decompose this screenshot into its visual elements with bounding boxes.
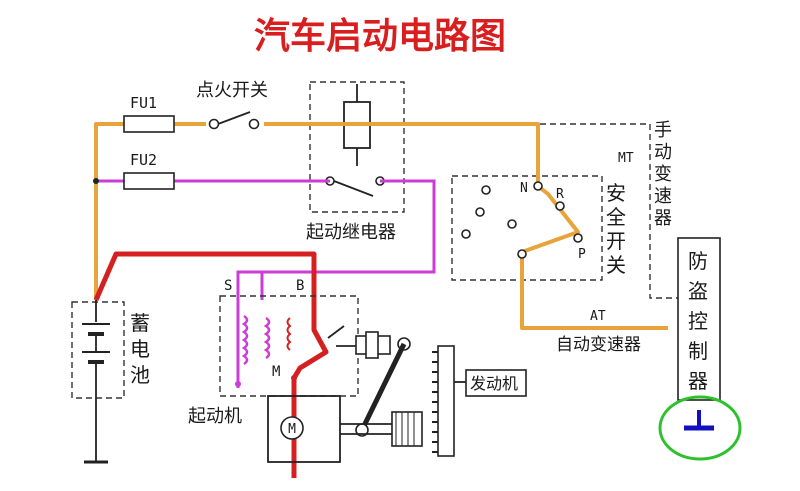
motor-symbol-label: M — [288, 422, 296, 437]
safety-contact-p — [573, 233, 583, 243]
safety-switch-label-4: 关 — [606, 253, 626, 277]
safety-contact-2 — [475, 207, 485, 217]
auto-transmission-label: 自动变速器 — [556, 335, 641, 355]
safety-contact-common — [517, 249, 527, 259]
flywheel-ring — [437, 345, 455, 457]
fuse-fu2 — [123, 172, 175, 190]
safety-contact-1 — [481, 185, 491, 195]
solenoid-coil-1 — [241, 314, 249, 366]
reverse-label: R — [556, 187, 564, 202]
starter-motor-label: 起动机 — [188, 406, 242, 427]
battery-label: 蓄 电 池 — [130, 311, 156, 387]
safety-switch-label-3: 开 — [606, 229, 626, 253]
at-label: AT — [590, 309, 606, 324]
terminal-s-node — [235, 381, 241, 387]
safety-switch-label-2: 全 — [606, 205, 626, 229]
fuse-fu1 — [123, 115, 175, 133]
ignition-switch-blade — [217, 111, 251, 125]
safety-switch-label: 安 全 开 关 — [606, 181, 632, 277]
ignition-contact-left — [208, 118, 220, 130]
ignition-contact-right — [248, 118, 260, 130]
solenoid-coil-2 — [263, 316, 271, 360]
terminal-m-node — [291, 375, 297, 381]
manual-transmission-box — [540, 123, 678, 299]
fu2-label: FU2 — [130, 151, 157, 169]
safety-contact-4 — [507, 219, 517, 229]
safety-contact-3 — [461, 229, 471, 239]
safety-switch-box — [451, 175, 603, 281]
engine-box — [465, 369, 527, 397]
starter-motor-symbol-icon — [280, 416, 304, 440]
engine-label: 发动机 — [470, 374, 518, 393]
terminal-m-label: M — [272, 364, 280, 380]
anti-theft-controller — [677, 237, 721, 401]
highlight-circle — [658, 395, 742, 461]
page-title: 汽车启动电路图 — [254, 15, 506, 57]
start-relay-label: 起动继电器 — [306, 222, 396, 243]
neutral-label: N — [520, 181, 528, 196]
park-label: P — [578, 247, 586, 262]
pinion-gear — [391, 411, 423, 447]
fu1-label: FU1 — [130, 94, 157, 112]
safety-contact-r — [555, 201, 565, 211]
terminal-s-label: S — [224, 278, 232, 294]
anti-theft-label: 防 盗 控 制 器 — [688, 249, 714, 393]
manual-transmission-label: 手 动 变 速 器 — [654, 120, 678, 229]
starter-motor-housing — [267, 395, 341, 463]
mt-label: MT — [618, 151, 634, 166]
terminal-b-label: B — [296, 278, 304, 294]
junction-dot — [93, 178, 99, 184]
start-relay-box — [309, 81, 405, 213]
battery-box — [71, 301, 125, 399]
ignition-switch-label: 点火开关 — [196, 80, 268, 101]
starter-solenoid-box — [219, 295, 359, 397]
safety-contact-n — [533, 181, 543, 191]
relay-switch-blade — [333, 180, 374, 197]
shift-lever — [359, 342, 407, 432]
safety-switch-label-1: 安 — [606, 181, 626, 205]
